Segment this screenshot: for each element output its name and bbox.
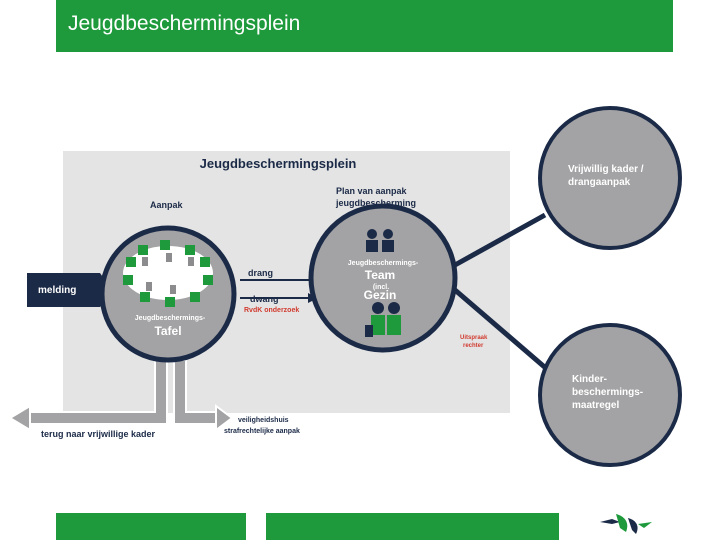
veiligheid-arrowhead xyxy=(215,404,234,432)
kinder-label-line1: Kinder- xyxy=(572,374,607,385)
veiligheid-label-line1: veiligheidshuis xyxy=(238,417,289,424)
vrijwillig-label-line1: Vrijwillig kader / xyxy=(568,164,644,175)
tafel-people-icons xyxy=(142,253,194,294)
team-small-label: Jeugdbeschermings- xyxy=(348,260,419,267)
rvdk-label: RvdK onderzoek xyxy=(244,307,299,314)
kinder-label-line3: maatregel xyxy=(572,400,619,411)
team-gezin-label: Gezin xyxy=(364,288,397,302)
melding-label: melding xyxy=(38,285,76,296)
drang-label: drang xyxy=(248,268,273,278)
footer-bar-middle xyxy=(266,513,559,540)
title-bar xyxy=(56,0,673,52)
connector-upper xyxy=(453,212,547,268)
team-circle xyxy=(308,203,458,353)
slide-title: Jeugdbeschermingsplein xyxy=(68,12,301,35)
melding-arrow xyxy=(27,273,112,307)
veiligheid-label-line2: strafrechtelijke aanpak xyxy=(224,428,300,435)
dwang-label: dwang xyxy=(250,294,279,304)
connector-lower xyxy=(453,288,550,372)
tafel-big-label: Tafel xyxy=(154,324,181,338)
team-big-label: Team xyxy=(365,268,395,282)
terug-label: terug naar vrijwillige kader xyxy=(41,429,156,439)
footer-bar-left xyxy=(56,513,246,540)
uitspraak-label-line1: Uitspraak xyxy=(460,335,488,341)
tafel-small-label: Jeugdbeschermings- xyxy=(135,315,206,322)
tafel-seat-icons xyxy=(123,240,213,307)
team-incl-label: (incl. xyxy=(373,284,389,291)
team-people-icon-bottom xyxy=(365,302,401,337)
vrijwillig-circle xyxy=(538,106,682,250)
kinder-label-line2: beschermings- xyxy=(572,387,643,398)
terug-arrowhead xyxy=(8,404,31,432)
kinderbescherming-circle xyxy=(538,323,682,467)
uitspraak-label-line2: rechter xyxy=(463,343,484,349)
team-people-icon-top xyxy=(366,229,394,252)
plan-label-line2: jeugdbescherming xyxy=(335,198,416,208)
plein-title: Jeugdbeschermingsplein xyxy=(200,156,357,171)
organization-logo-icon xyxy=(600,514,652,534)
plan-label-line1: Plan van aanpak xyxy=(336,186,408,196)
aanpak-label: Aanpak xyxy=(150,200,184,210)
vrijwillig-label-line2: drangaanpak xyxy=(568,177,631,188)
